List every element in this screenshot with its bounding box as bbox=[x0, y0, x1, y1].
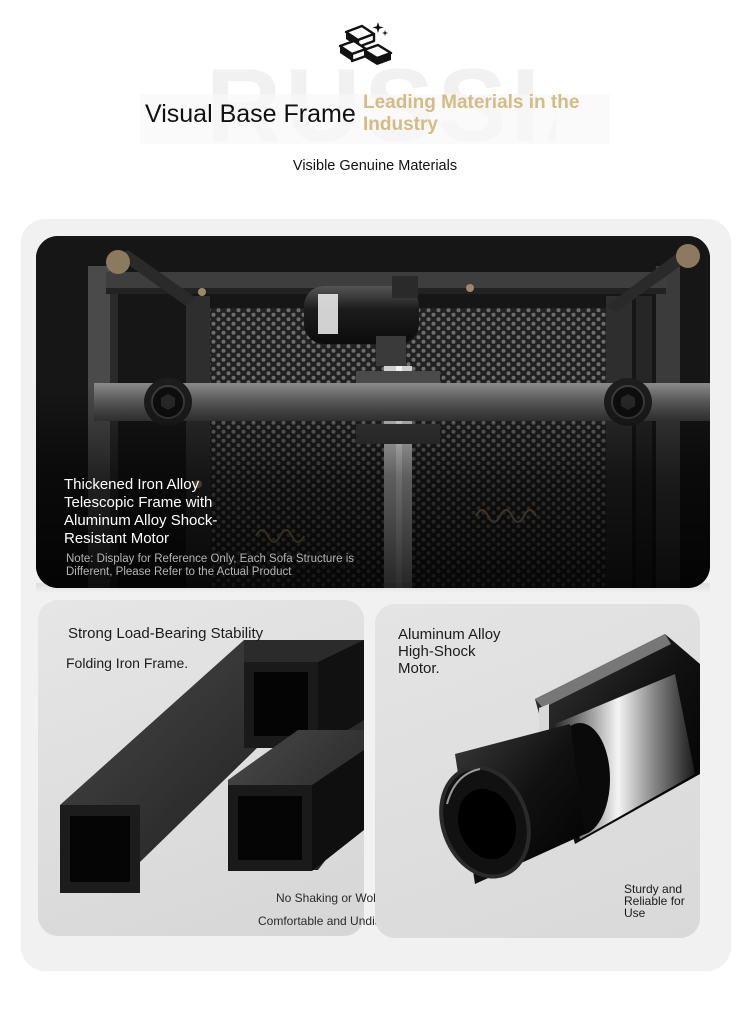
motor-panel: Aluminum Alloy High-Shock Motor. Sturdy … bbox=[375, 604, 700, 938]
photo-gradient-overlay bbox=[36, 386, 710, 588]
iron-frame-bottom-1: No Shaking or Wobbling bbox=[276, 891, 406, 905]
iron-frame-subtitle: Folding Iron Frame. bbox=[66, 655, 189, 671]
motor-bottom-text: Sturdy and Reliable for Use bbox=[624, 882, 685, 920]
page-title-accent: Leading Materials in the Industry bbox=[363, 92, 580, 135]
square-tubes-illustration bbox=[60, 640, 364, 893]
iron-frame-title: Strong Load-Bearing Stability bbox=[68, 625, 264, 642]
motor-illustration bbox=[439, 634, 700, 884]
frame-photo: Thickened Iron Alloy Telescopic Frame wi… bbox=[36, 236, 710, 588]
photo-shadow bbox=[36, 583, 710, 593]
motor-title: Aluminum Alloy High-Shock Motor. bbox=[398, 626, 501, 677]
watermark-band bbox=[140, 94, 610, 144]
iron-frame-panel: Strong Load-Bearing Stability Folding Ir… bbox=[38, 600, 364, 936]
frame-photo-note: Note: Display for Reference Only, Each S… bbox=[66, 553, 355, 578]
page-title: Visual Base Frame bbox=[145, 100, 356, 128]
frame-photo-caption: Thickened Iron Alloy Telescopic Frame wi… bbox=[64, 476, 218, 547]
gold-bars-icon bbox=[338, 22, 393, 65]
page-subtitle: Visible Genuine Materials bbox=[292, 158, 458, 174]
